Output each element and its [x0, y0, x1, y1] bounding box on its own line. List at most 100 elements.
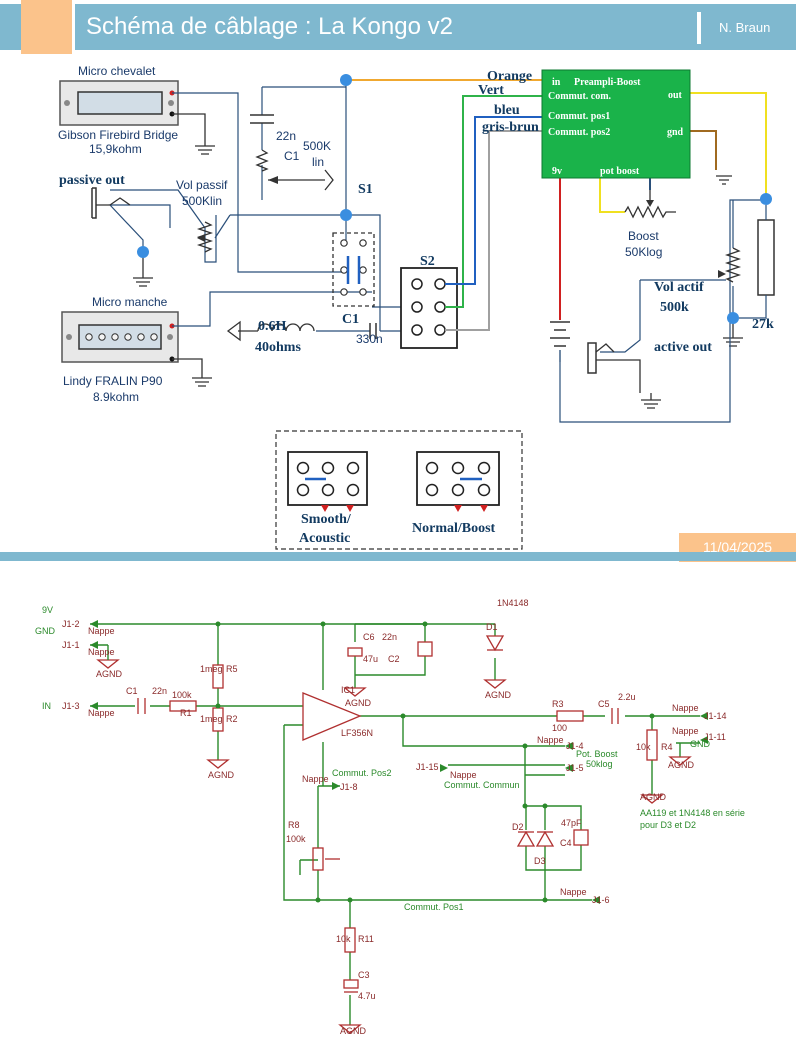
label-j1-4: J1-4: [566, 741, 584, 751]
preamp-pin-out: out: [668, 90, 683, 101]
label-r5: R5: [226, 664, 238, 674]
connector-arrows: [90, 620, 708, 904]
header-accent: [21, 0, 75, 54]
wire-label-vert: Vert: [478, 83, 504, 98]
pot-500k-value: 500K: [303, 139, 331, 153]
vol-passif-pot: Vol passif 500Klin: [176, 178, 228, 253]
wiring-diagram: Micro chevalet Gibson Firebird Bridge 15…: [58, 64, 775, 550]
header-bar: [0, 4, 796, 50]
label-d1: D1: [486, 622, 498, 632]
label-nappe: Nappe: [302, 774, 329, 784]
label-r3-value: 100: [552, 723, 567, 733]
screw-icon: [64, 100, 70, 106]
page-title: Schéma de câblage : La Kongo v2: [86, 13, 453, 40]
junction-dot: [340, 209, 352, 221]
micro-manche-model: Lindy FRALIN P90: [63, 374, 163, 388]
label-nappe: Nappe: [537, 735, 564, 745]
junction-dot: [727, 312, 739, 324]
pot-500k: 500K lin: [255, 139, 334, 191]
label-commut-commun: Commut. Commun: [444, 780, 520, 790]
header-divider: [697, 12, 701, 44]
label-nappe: Nappe: [88, 647, 115, 657]
preamp-pin-com: Commut. com.: [548, 91, 612, 102]
label-r1-value: 100k: [172, 690, 192, 700]
micro-chevalet-model: Gibson Firebird Bridge: [58, 128, 178, 142]
capacitor-22n: 22n C1: [250, 114, 300, 163]
label-9v: 9V: [42, 605, 53, 615]
preamp-pin-pos2: Commut. pos2: [548, 127, 610, 138]
label-commut-pos1: Commut. Pos1: [404, 902, 464, 912]
wire-label-gris-brun: gris-brun: [482, 120, 539, 135]
switch-positions-legend: Smooth/ Acoustic Normal/Boost: [275, 430, 523, 550]
switch-s2-label: S2: [420, 254, 435, 269]
inductor: 0.6H 40ohms C1 330n: [226, 312, 383, 355]
junction-dot: [760, 193, 772, 205]
capacitor-22n-value: 22n: [276, 129, 296, 143]
screw-icon: [66, 334, 72, 340]
label-j1-8: J1-8: [340, 782, 358, 792]
resistor-27k-value: 27k: [752, 317, 774, 332]
preamp-boost-box: in Preampli-Boost out Commut. com. Commu…: [541, 69, 691, 179]
schematic-components: [137, 635, 658, 993]
label-in: IN: [42, 701, 51, 711]
passive-out-label: passive out: [59, 173, 125, 188]
label-j1-11: J1-11: [704, 732, 726, 742]
label-r2-value: 1meg: [200, 714, 223, 724]
vol-actif-value: 500k: [660, 300, 689, 315]
label-agnd: AGND: [208, 770, 235, 780]
label-gnd: GND: [690, 739, 711, 749]
screw-icon: [168, 100, 174, 106]
label-c4: C4: [560, 838, 572, 848]
label-j1-15: J1-15: [416, 762, 439, 772]
label-agnd: AGND: [640, 792, 667, 802]
junction-dot: [340, 74, 352, 86]
boost-pot: Boost 50Klog: [624, 190, 676, 259]
label-r11-value: 10k: [336, 934, 351, 944]
label-gnd: GND: [35, 626, 56, 636]
switch-position-smooth: Smooth/ Acoustic: [287, 451, 368, 546]
label-nappe: Nappe: [88, 708, 115, 718]
label-r8-value: 100k: [286, 834, 306, 844]
preamp-pin-potboost: pot boost: [600, 166, 640, 177]
agnd-symbols: [96, 659, 692, 1034]
header: Schéma de câblage : La Kongo v2 N. Braun: [0, 0, 796, 54]
note-line-1: AA119 et 1N4148 en série: [640, 808, 745, 818]
label-c5-value: 2.2u: [618, 692, 636, 702]
label-nappe: Nappe: [672, 703, 699, 713]
label-agnd: AGND: [485, 690, 512, 700]
vol-actif-label: Vol actif: [654, 280, 704, 295]
inductor-value: 0.6H: [258, 319, 287, 334]
label-r5-value: 1meg: [200, 664, 223, 674]
screw-icon: [167, 334, 173, 340]
vol-passif-value: 500Klin: [182, 194, 222, 208]
micro-manche-resistance: 8.9kohm: [93, 390, 139, 404]
wire-label-orange: Orange: [487, 69, 532, 84]
preamp-title: Preampli-Boost: [574, 77, 641, 88]
preamp-pin-pos1: Commut. pos1: [548, 111, 610, 122]
preamp-pin-in: in: [552, 77, 561, 88]
label-c4-value: 47pF: [561, 818, 582, 828]
note-line-2: pour D3 et D2: [640, 820, 696, 830]
label-agnd: AGND: [668, 760, 695, 770]
switch-s1: S1: [332, 182, 375, 307]
label-j1-5: J1-5: [566, 763, 584, 773]
resistor-27k: 27k: [739, 193, 775, 332]
label-ic1-value: LF356N: [341, 728, 373, 738]
ground-symbols: [133, 113, 743, 409]
switch-s1-label: S1: [358, 182, 373, 197]
micro-chevalet-resistance: 15,9kohm: [89, 142, 142, 156]
label-c3-value: 4.7u: [358, 991, 376, 1001]
label-c1: C1: [126, 686, 138, 696]
cap-330n-value: 330n: [356, 332, 383, 346]
micro-manche-title: Micro manche: [92, 295, 168, 309]
acoustic-label: Acoustic: [299, 531, 350, 546]
label-r2: R2: [226, 714, 238, 724]
vol-actif-pot: Vol actif 500k: [654, 200, 742, 324]
label-pot-boost-value: 50klog: [586, 759, 613, 769]
vol-passif-label: Vol passif: [176, 178, 228, 192]
label-r4: R4: [661, 742, 673, 752]
normal-boost-label: Normal/Boost: [412, 521, 496, 536]
label-r8: R8: [288, 820, 300, 830]
preamp-pin-gnd: gnd: [667, 127, 684, 138]
label-nappe: Nappe: [672, 726, 699, 736]
